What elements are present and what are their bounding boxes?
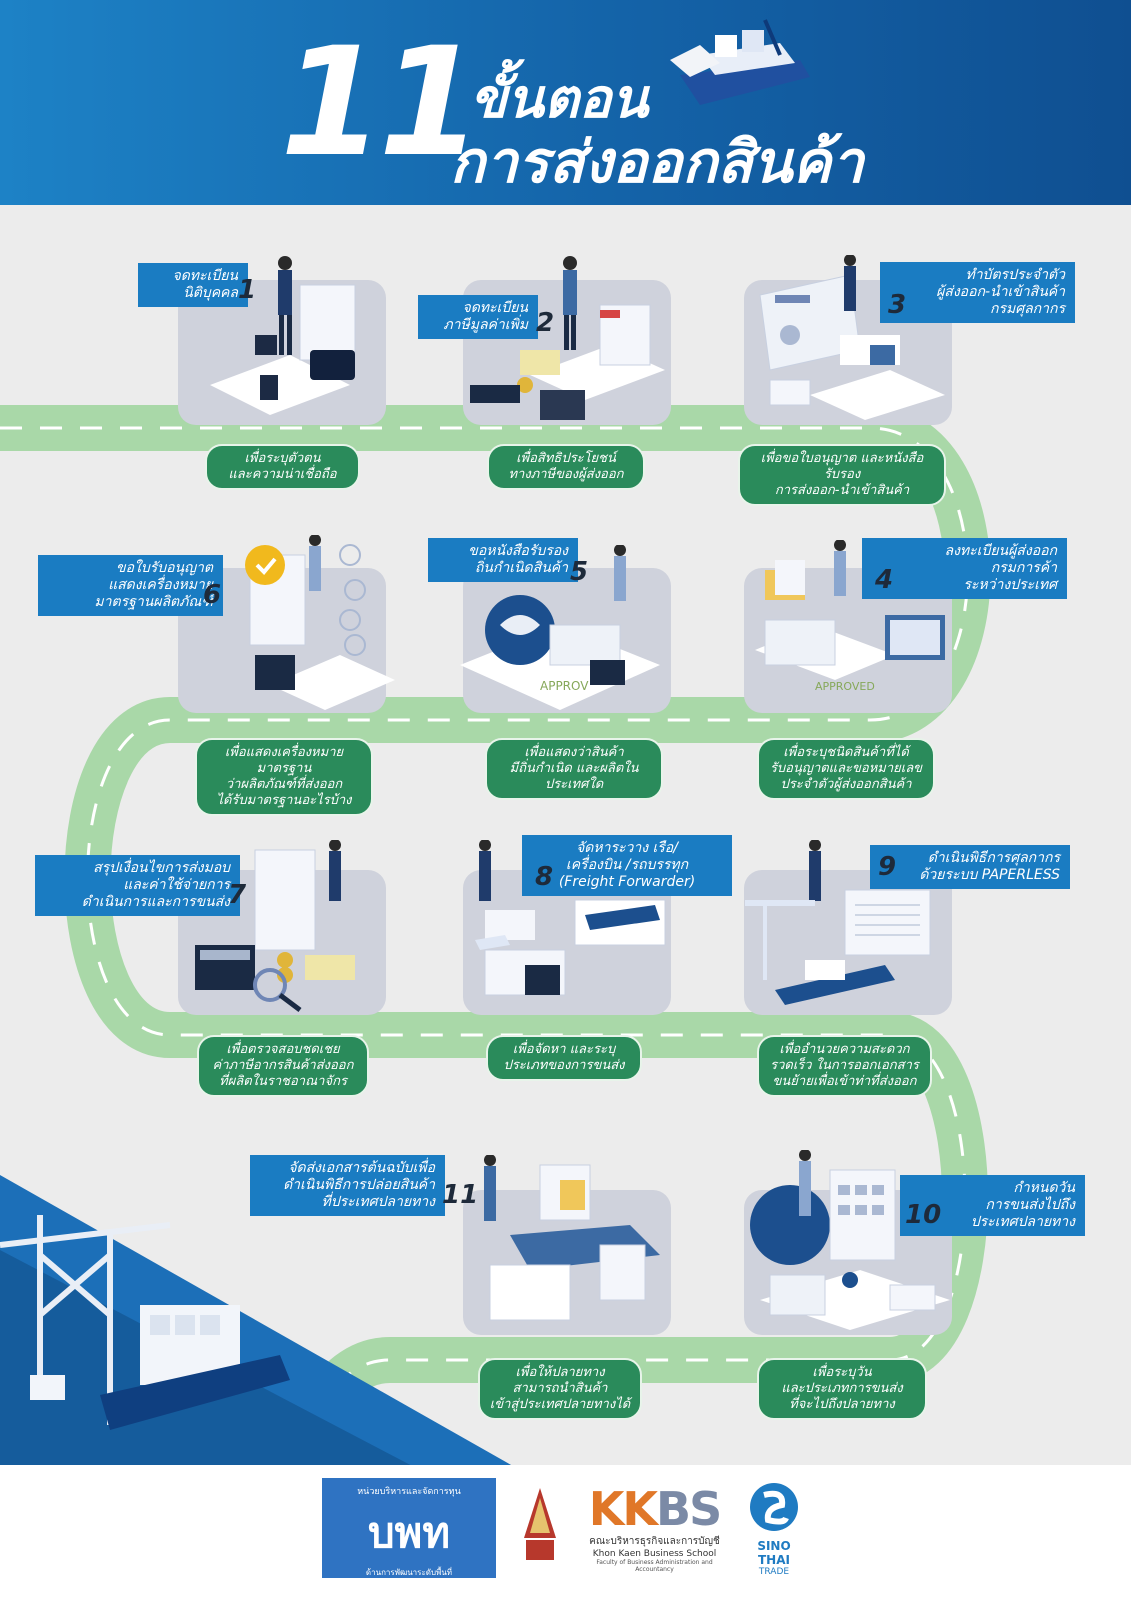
- crane-icon: [0, 1215, 290, 1430]
- pmua-logo-main: บพท: [367, 1508, 451, 1557]
- magnifier-icon: [253, 968, 287, 1002]
- step-3-number: 3: [888, 290, 907, 320]
- step-4-title: ลงทะเบียนผู้ส่งออก กรมการค้า ระหว่างประเ…: [862, 538, 1067, 599]
- sino-thai-name: SINO THAI: [757, 1539, 791, 1567]
- step-4-desc: เพื่อระบุชนิดสินค้าที่ได้ รับอนุญาตและขอ…: [757, 738, 935, 800]
- kkbs-logo: KKBS คณะบริหารธุรกิจและการบัญชี Khon Kae…: [587, 1482, 723, 1574]
- stamp-icon: [210, 256, 356, 415]
- briefcase-icon: [310, 350, 355, 380]
- truck-icon: [475, 840, 666, 996]
- title-line-1: ขั้นตอน: [470, 67, 649, 130]
- step-7-desc: เพื่อตรวจสอบชดเชย ค่าภาษีอากรสินค้าส่งออ…: [197, 1035, 369, 1097]
- id-card-icon: [759, 255, 945, 420]
- calculator-icon: [470, 256, 665, 420]
- kkbs-english-name: Khon Kaen Business School: [592, 1549, 717, 1559]
- pmua-logo-bottom: ด้านการพัฒนาระดับพื้นที่: [365, 1568, 453, 1577]
- step-6-desc: เพื่อแสดงเครื่องหมายมาตรฐาน ว่าผลิตภัณฑ์…: [195, 738, 373, 816]
- certificate-icon: [245, 535, 395, 710]
- step-10-number: 10: [905, 1200, 942, 1230]
- plane-icon: [475, 935, 510, 950]
- calendar-icon: [750, 1150, 950, 1330]
- header-banner: 11 ขั้นตอน การส่งออกสินค้า: [0, 0, 1131, 205]
- kkbs-letters-b: BS: [656, 1482, 722, 1536]
- step-7-title: สรุปเงื่อนไขการส่งมอบ และค่าใช้จ่ายการ ด…: [35, 855, 240, 916]
- kkbs-faculty-name: Faculty of Business Administration and A…: [596, 1559, 713, 1573]
- step-4-number: 4: [875, 565, 894, 595]
- step-3-title: ทำบัตรประจำตัว ผู้ส่งออก-นำเข้าสินค้า กร…: [880, 262, 1075, 323]
- pmua-logo-top: หน่วยบริหารและจัดการทุน: [357, 1487, 461, 1497]
- university-seal-icon: [524, 1488, 556, 1560]
- coins-icon: [195, 840, 355, 1012]
- step-11-desc: เพื่อให้ปลายทาง สามารถนำสินค้า เข้าสู่ปร…: [478, 1358, 642, 1420]
- step-5-number: 5: [570, 557, 589, 587]
- title-line-2: การส่งออกสินค้า: [450, 128, 864, 196]
- kkbs-thai-name: คณะบริหารธุรกิจและการบัญชี: [589, 1536, 720, 1547]
- document-icon: [745, 840, 931, 1005]
- step-8-title: จัดหาระวาง เรือ/ เครื่องบิน /รถบรรทุก (F…: [522, 835, 732, 896]
- step-9-desc: เพื่ออำนวยความสะดวก รวดเร็ว ในการออกเอกส…: [757, 1035, 932, 1097]
- step-9-title: ดำเนินพิธีการศุลกากร ด้วยระบบ PAPERLESS: [870, 845, 1070, 889]
- step-2-number: 2: [536, 308, 555, 338]
- step-5-desc: เพื่อแสดงว่าสินค้า มีถิ่นกำเนิด และผลิตใ…: [485, 738, 663, 800]
- step-9-number: 9: [878, 852, 897, 882]
- step-2-desc: เพื่อสิทธิประโยชน์ ทางภาษีของผู้ส่งออก: [487, 444, 645, 490]
- step-11-title: จัดส่งเอกสารต้นฉบับเพื่อ ดำเนินพิธีการปล…: [250, 1155, 445, 1216]
- step-1-desc: เพื่อระบุตัวตน และความน่าเชื่อถือ: [205, 444, 360, 490]
- step-3-desc: เพื่อขอใบอนุญาต และหนังสือรับรอง การส่งอ…: [738, 444, 946, 506]
- pmua-logo: หน่วยบริหารและจัดการทุน บพท ด้านการพัฒนา…: [322, 1478, 496, 1578]
- sino-thai-logo: SINO THAI TRADE: [740, 1480, 808, 1580]
- sino-thai-trade: TRADE: [758, 1567, 790, 1577]
- sino-thai-emblem-icon: [750, 1483, 798, 1531]
- step-11-number: 11: [442, 1180, 479, 1210]
- ship-icon: [670, 19, 810, 105]
- title-number: 11: [280, 16, 483, 190]
- kkbs-letters-a: KK: [588, 1482, 658, 1536]
- step-10-title: กำหนดวัน การขนส่งไปถึง ประเทศปลายทาง: [900, 1175, 1085, 1236]
- step-8-number: 8: [535, 862, 554, 892]
- step-10-desc: เพื่อระบุวัน และประเภทการขนส่ง ที่จะไปถึ…: [757, 1358, 927, 1420]
- folder-icon: [484, 1155, 660, 1321]
- step-2-title: จดทะเบียน ภาษีมูลค่าเพิ่ม: [418, 295, 538, 339]
- step-5-title: ขอหนังสือรับรอง ถิ่นกำเนิดสินค้า: [428, 538, 578, 582]
- step-6-number: 6: [203, 580, 222, 610]
- step-7-number: 7: [228, 880, 247, 910]
- step-1-number: 1: [238, 275, 257, 305]
- globe-icon: APPROV: [460, 545, 660, 710]
- footer: [0, 1465, 1131, 1600]
- svg-text:APPROVED: APPROVED: [815, 680, 875, 693]
- step-6-title: ขอใบรับอนุญาต แสดงเครื่องหมาย มาตรฐานผลิ…: [38, 555, 223, 616]
- step-1-title: จดทะเบียน นิติบุคคล: [138, 263, 248, 307]
- laptop-icon: APPROVED: [755, 540, 945, 693]
- svg-text:APPROV: APPROV: [540, 679, 589, 693]
- step-8-desc: เพื่อจัดหา และระบุ ประเภทของการขนส่ง: [486, 1035, 642, 1081]
